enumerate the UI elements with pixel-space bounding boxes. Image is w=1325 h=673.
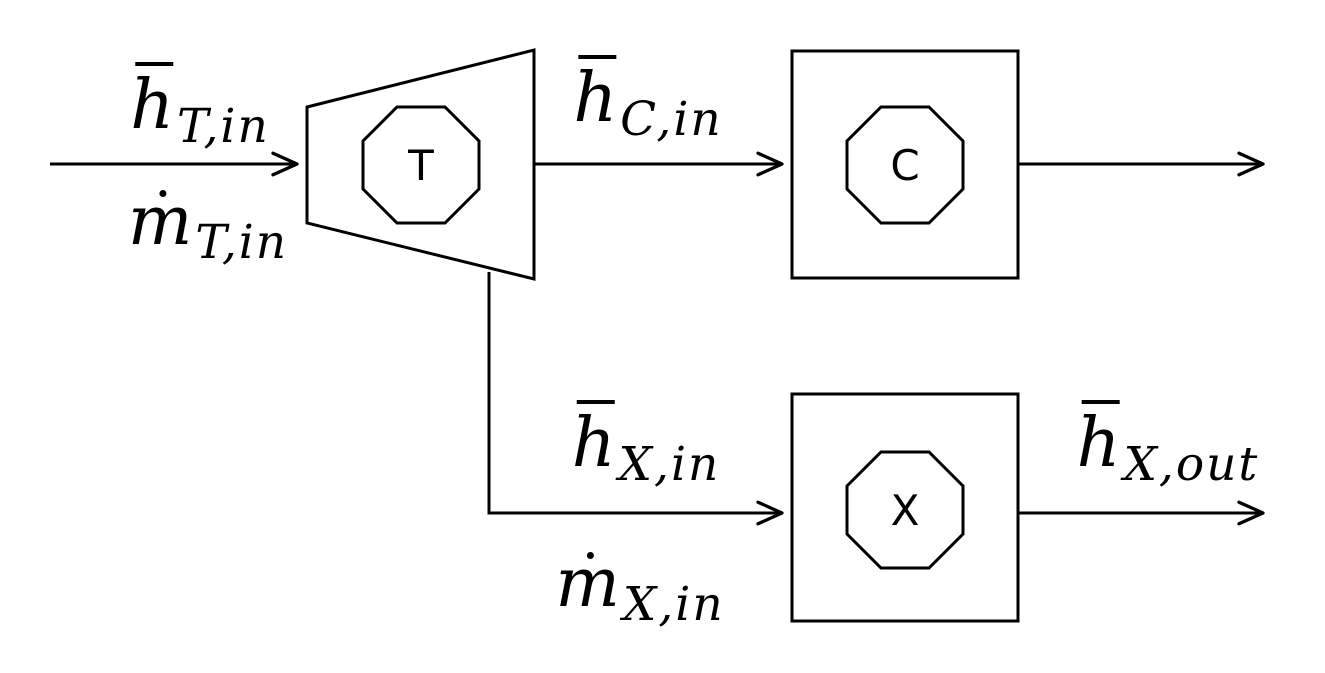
label-subscript: T,in: [177, 99, 270, 155]
label-base: h: [1076, 404, 1121, 483]
label-base: h: [571, 404, 616, 483]
bar-accent: [1081, 400, 1120, 404]
x-unit-symbol-letter: X: [891, 486, 920, 535]
bar-accent: [578, 55, 617, 59]
bar-accent: [576, 400, 615, 404]
label-base: m: [555, 544, 620, 623]
x-unit-octagon: [845, 450, 965, 570]
label-base: m: [127, 182, 193, 261]
c-unit-octagon: [845, 105, 965, 225]
label-subscript: X,out: [1123, 437, 1260, 493]
dot-accent: [159, 190, 167, 197]
label-subscript: X,in: [618, 437, 721, 493]
label-base: h: [573, 59, 618, 138]
bar-accent: [135, 62, 174, 66]
turbine-octagon: [361, 105, 481, 225]
label-subscript: T,in: [195, 215, 289, 271]
c-unit-symbol-letter: C: [890, 141, 919, 190]
label-subscript: C,in: [620, 92, 723, 148]
label-base: h: [130, 66, 175, 145]
turbine-bleed-to-x-arrow: [487, 272, 784, 526]
turbine-symbol-letter: T: [407, 141, 434, 190]
label-subscript: X,in: [622, 577, 725, 633]
dot-accent: [587, 552, 595, 559]
